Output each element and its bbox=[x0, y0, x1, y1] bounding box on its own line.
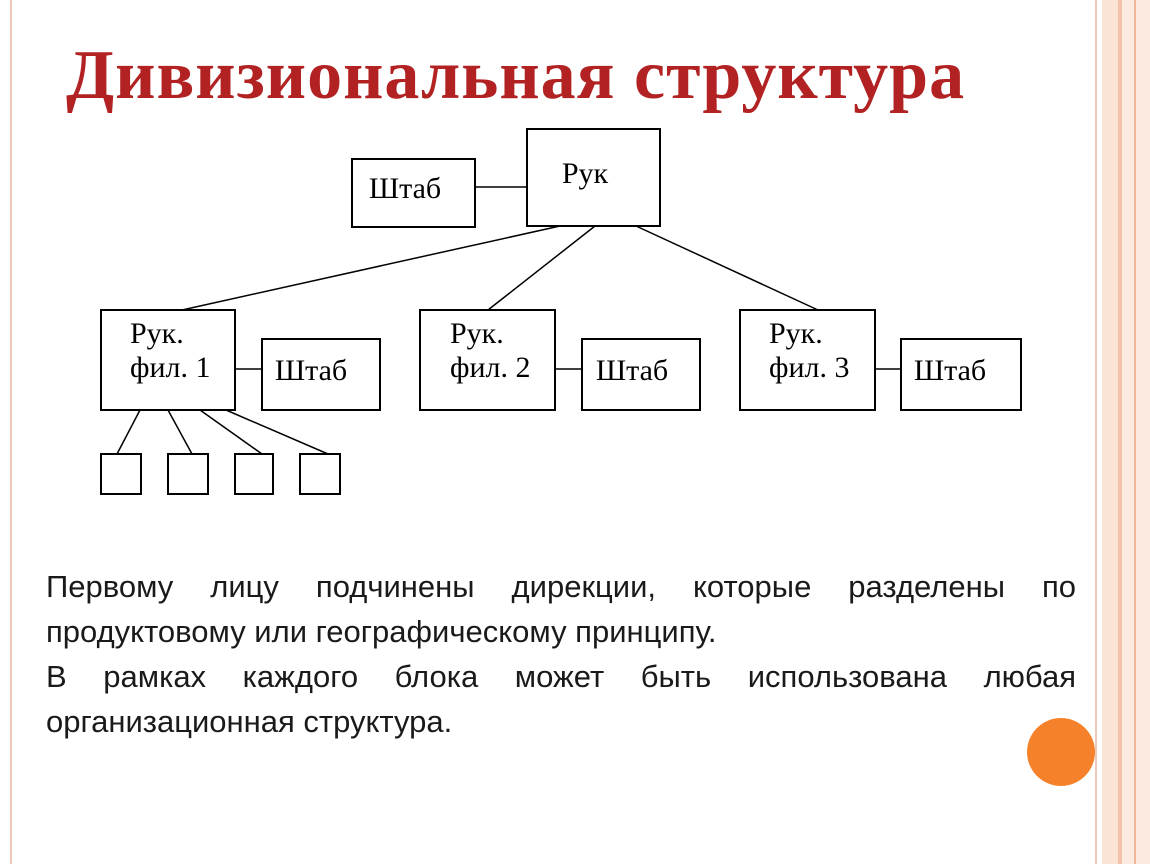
node-branch-1-staff: Штаб bbox=[261, 338, 381, 411]
node-unit-3 bbox=[234, 453, 274, 495]
node-label: Рук bbox=[562, 157, 609, 190]
slide-title: Дивизиональная структура bbox=[66, 37, 966, 114]
node-box bbox=[739, 309, 876, 411]
decor-stripe bbox=[1102, 0, 1118, 864]
node-branch-1: Рук.фил. 1 bbox=[100, 309, 236, 411]
node-label: Рук. bbox=[450, 317, 504, 350]
node-label: фил. 3 bbox=[769, 351, 849, 384]
node-box bbox=[100, 309, 236, 411]
edge-branch-1-to-unit-4 bbox=[225, 409, 329, 455]
node-label: фил. 1 bbox=[130, 351, 210, 384]
node-branch-3-staff: Штаб bbox=[900, 338, 1022, 411]
node-unit-1 bbox=[100, 453, 142, 495]
node-label: Штаб bbox=[369, 172, 441, 205]
node-box bbox=[526, 128, 661, 227]
edge-head-to-branch-2 bbox=[487, 225, 596, 311]
edge-head-to-branch-3 bbox=[635, 225, 819, 311]
node-box bbox=[351, 158, 476, 228]
node-label: Штаб bbox=[914, 354, 986, 387]
decor-orange-circle bbox=[1027, 718, 1095, 786]
edge-branch-1-to-unit-3 bbox=[199, 409, 263, 455]
edge-head-to-branch-1 bbox=[181, 225, 561, 311]
node-branch-2-staff: Штаб bbox=[581, 338, 701, 411]
description-paragraph-1: Первому лицу подчинены дирекции, которые… bbox=[46, 569, 1076, 649]
node-branch-3: Рук.фил. 3 bbox=[739, 309, 876, 411]
node-head-staff: Штаб bbox=[351, 158, 476, 228]
edge-branch-1-to-unit-2 bbox=[167, 409, 193, 455]
decor-stripe bbox=[1122, 0, 1150, 864]
node-unit-4 bbox=[299, 453, 341, 495]
node-label: Рук. bbox=[130, 317, 184, 350]
description-paragraph-2: В рамках каждого блока может быть исполь… bbox=[46, 659, 1076, 739]
node-unit-2 bbox=[167, 453, 209, 495]
node-box bbox=[100, 453, 142, 495]
description: Первому лицу подчинены дирекции, которые… bbox=[46, 564, 1076, 744]
node-box bbox=[261, 338, 381, 411]
node-label: Штаб bbox=[275, 354, 347, 387]
decor-stripe bbox=[1118, 0, 1122, 864]
decor-stripe bbox=[1134, 0, 1136, 864]
node-box bbox=[419, 309, 556, 411]
node-head: Рук bbox=[526, 128, 661, 227]
slide-frame bbox=[10, 0, 1097, 864]
node-box bbox=[234, 453, 274, 495]
node-label: фил. 2 bbox=[450, 351, 530, 384]
node-box bbox=[299, 453, 341, 495]
node-label: Штаб bbox=[596, 354, 668, 387]
node-label: Рук. bbox=[769, 317, 823, 350]
node-box bbox=[581, 338, 701, 411]
node-box bbox=[167, 453, 209, 495]
node-branch-2: Рук.фил. 2 bbox=[419, 309, 556, 411]
edge-branch-1-to-unit-1 bbox=[116, 409, 141, 455]
node-box bbox=[900, 338, 1022, 411]
